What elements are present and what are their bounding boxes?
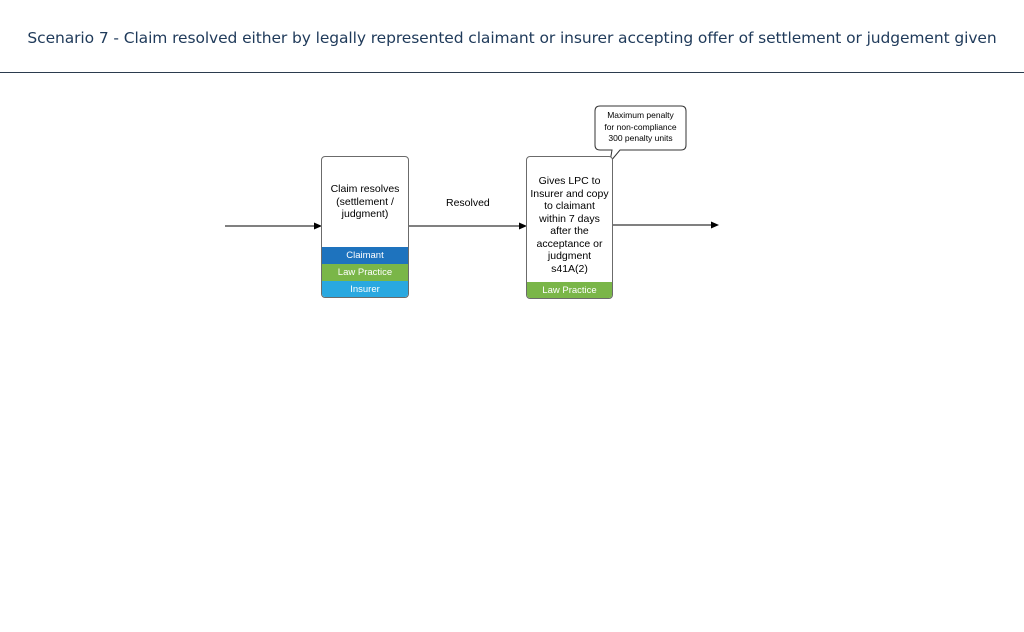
callout-line: for non-compliance [604, 121, 677, 132]
edge-label-resolved: Resolved [446, 197, 490, 209]
gives-lpc-line: Gives LPC to [538, 175, 601, 187]
gives-lpc-node[interactable]: Gives LPC to Insurer and copy to claiman… [526, 156, 613, 299]
page-title: Scenario 7 - Claim resolved either by le… [27, 29, 997, 47]
role-band-law-practice: Law Practice [322, 264, 408, 281]
role-band-insurer: Insurer [322, 281, 408, 297]
claim-resolves-text: Claim resolves (settlement / judgment) [322, 183, 408, 221]
role-band-law-practice: Law Practice [527, 282, 612, 298]
gives-lpc-line: within 7 days [539, 212, 600, 225]
gives-lpc-line: acceptance or [536, 237, 603, 250]
role-band-claimant: Claimant [322, 247, 408, 264]
claim-resolves-node[interactable]: Claim resolves (settlement / judgment) C… [321, 156, 409, 298]
penalty-callout-text: Maximum penalty for non-compliance 300 p… [595, 110, 686, 145]
gives-lpc-line: judgment [547, 250, 592, 262]
gives-lpc-line: to claimant [544, 200, 595, 212]
callout-bubble [594, 105, 687, 164]
callout-line: 300 penalty units [608, 133, 673, 143]
claim-resolves-line: Claim resolves [330, 183, 400, 195]
claim-resolves-line: (settlement / [336, 195, 394, 208]
gives-lpc-line: s41A(2) [551, 262, 588, 275]
callout-line: Maximum penalty [607, 110, 674, 120]
gives-lpc-text: Gives LPC to Insurer and copy to claiman… [527, 175, 612, 275]
gives-lpc-line: Insurer and copy [530, 187, 609, 200]
claim-resolves-line: judgment) [341, 208, 389, 220]
gives-lpc-line: after the [550, 225, 589, 237]
header: Scenario 7 - Claim resolved either by le… [0, 0, 1024, 73]
